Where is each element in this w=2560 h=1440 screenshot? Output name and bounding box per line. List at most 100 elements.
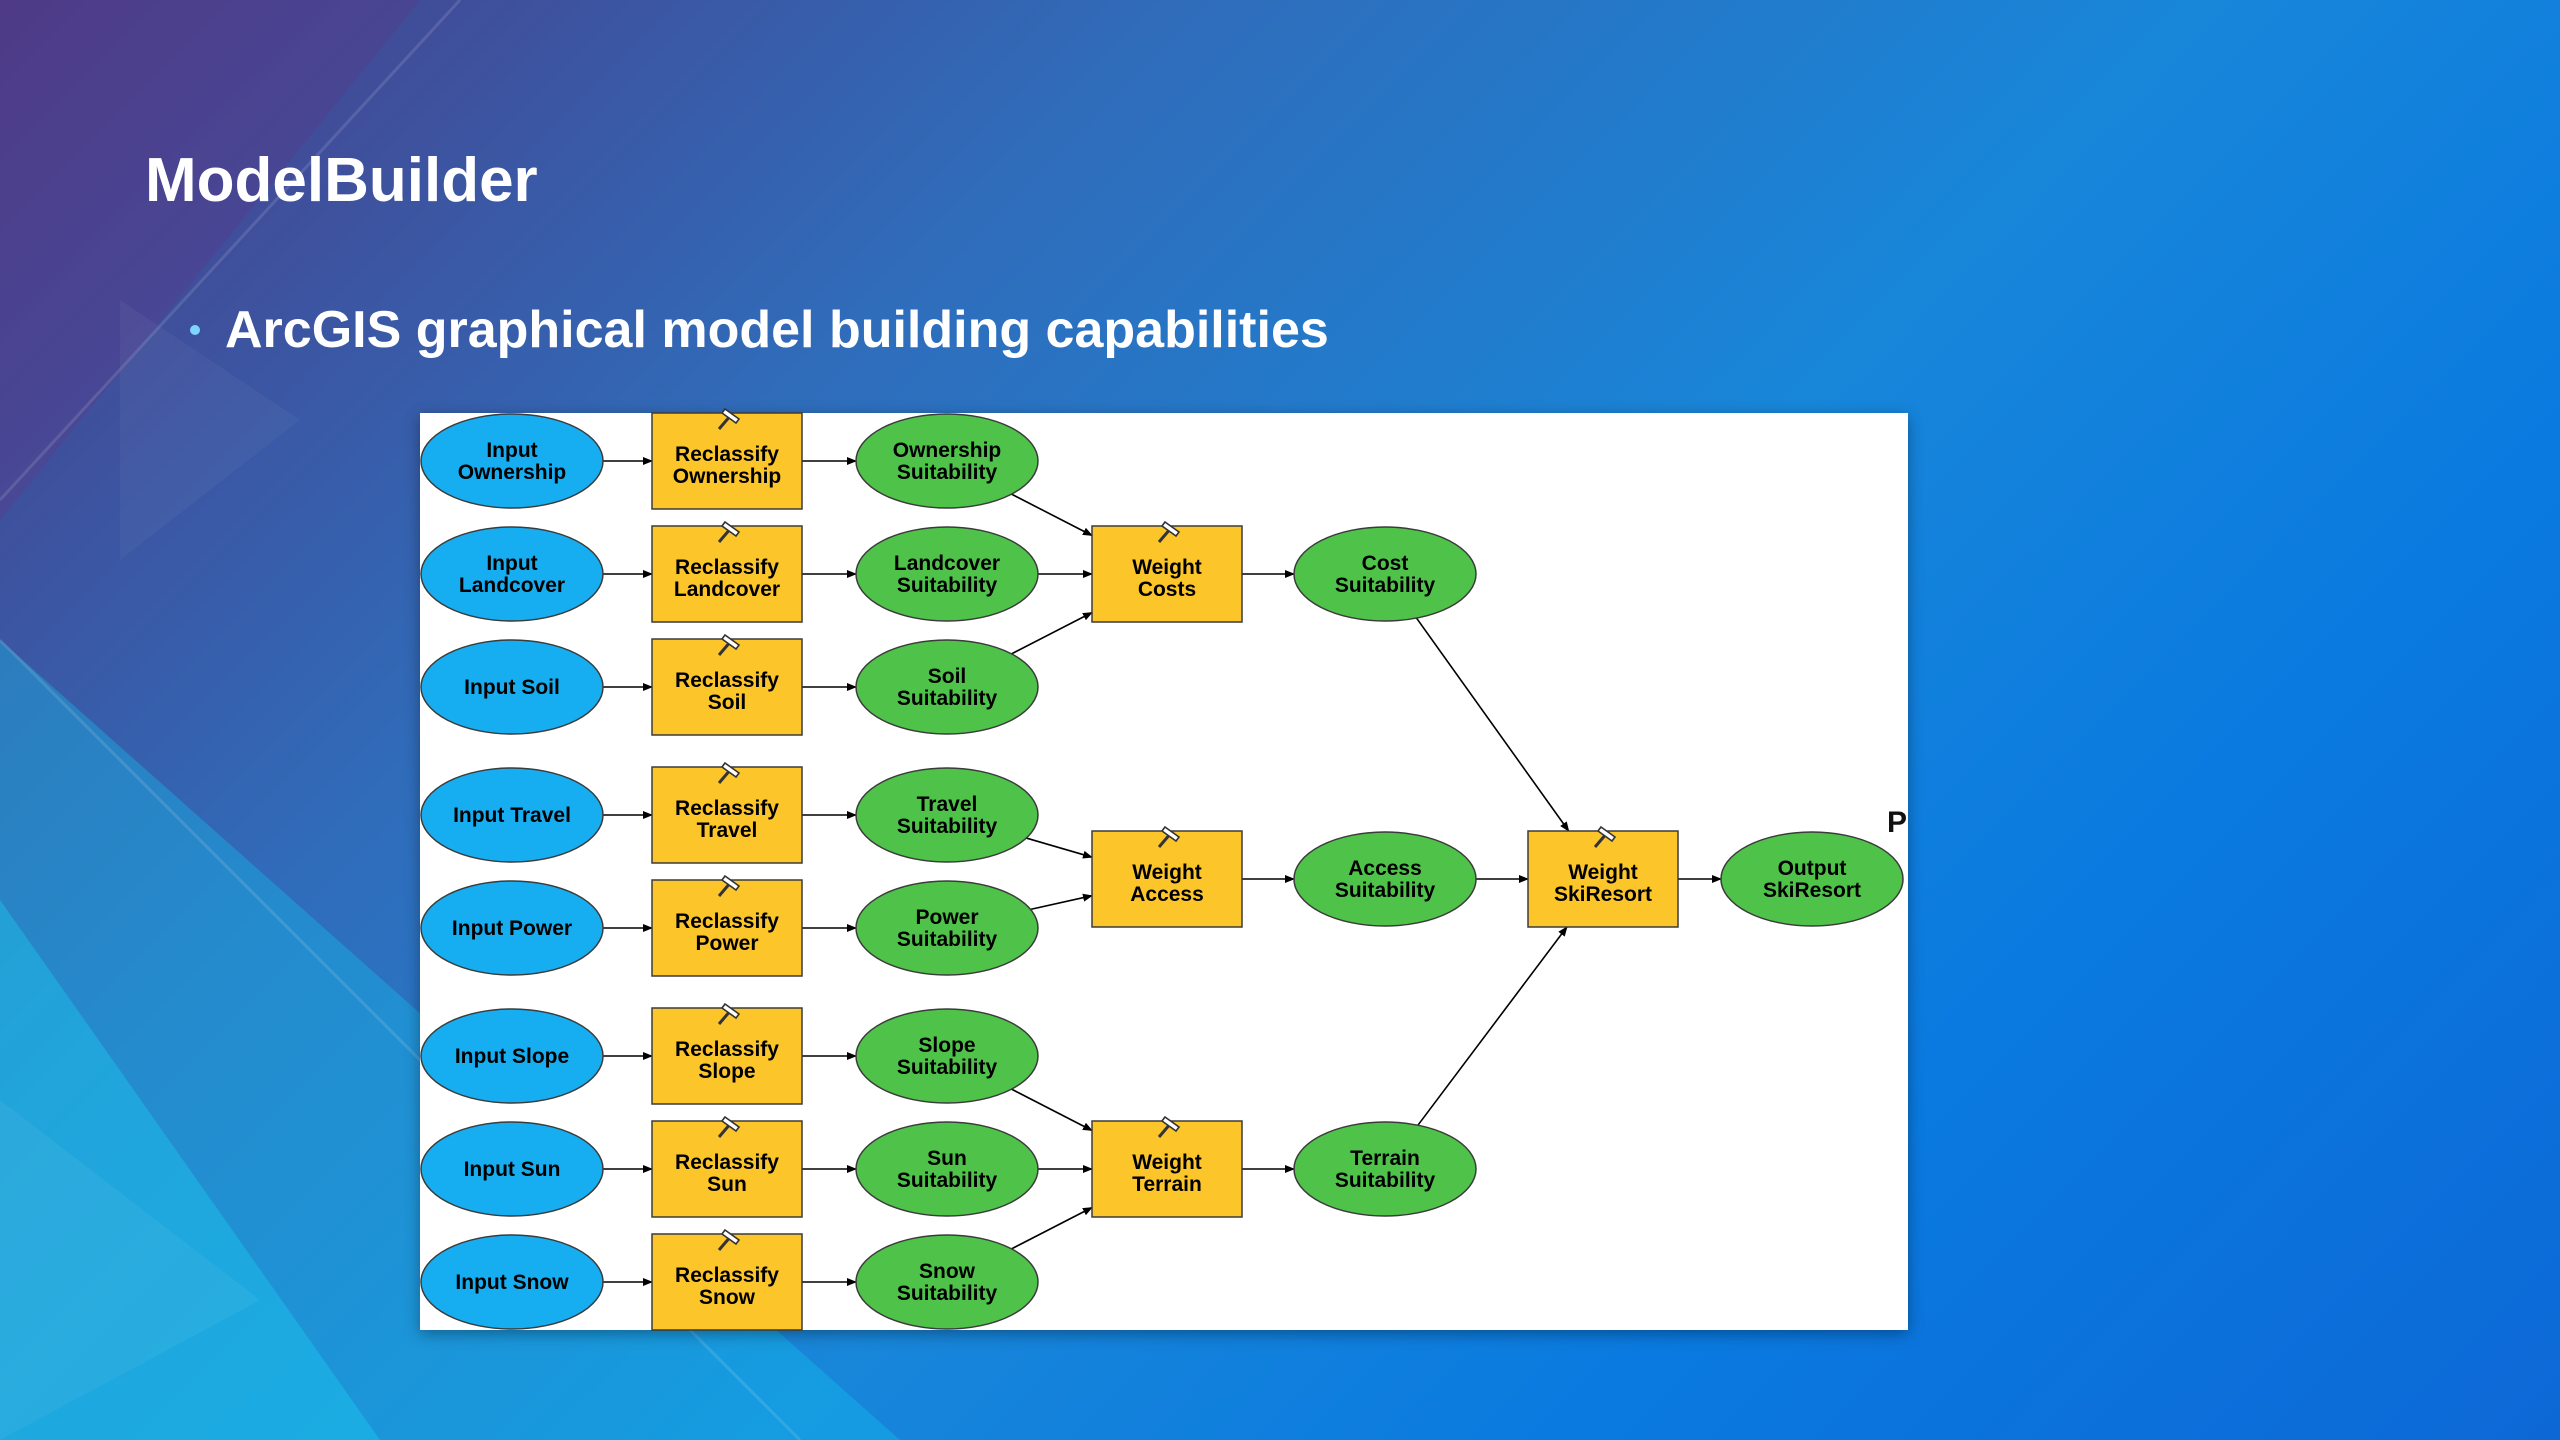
input-data-ellipse [420,767,604,863]
input-data-ellipse [420,880,604,976]
output-data-ellipse [855,1234,1039,1330]
connector-su_soil-to-w_cost [1011,611,1093,655]
connector-su_pow-to-w_acc [1030,893,1093,911]
connector-su_own-to-w_cost [1011,493,1093,537]
hammer-icon [717,520,741,543]
node-in-snow[interactable]: Input Snow [420,1234,604,1330]
tool-box [1091,1120,1243,1218]
tool-box [651,766,803,864]
hammer-icon [1157,825,1181,848]
node-in-sun[interactable]: Input Sun [420,1121,604,1217]
tool-box [651,1233,803,1331]
tool-box [651,879,803,977]
tool-box [651,412,803,510]
connector-cost_su-to-w_ski [1415,617,1570,832]
tool-box [651,1007,803,1105]
tool-box [651,525,803,623]
hammer-icon [717,407,741,430]
node-label: Input Soil [464,676,560,699]
bullet-text: ArcGIS graphical model building capabili… [225,301,1329,359]
hammer-icon [717,1228,741,1251]
node-label: Input Slope [455,1045,569,1068]
hammer-icon [1157,520,1181,543]
output-data-ellipse [855,1121,1039,1217]
input-data-ellipse [420,639,604,735]
output-data-ellipse [855,639,1039,735]
input-data-ellipse [420,413,604,509]
node-label: Input Travel [453,804,571,827]
hammer-icon [717,761,741,784]
input-data-ellipse [420,1234,604,1330]
hammer-icon [1593,825,1617,848]
bullet-item: ArcGIS graphical model building capabili… [190,300,1329,360]
tool-box [651,1120,803,1218]
hammer-icon [717,633,741,656]
bullet-dot-icon [190,325,200,335]
node-label: Input Sun [464,1158,561,1181]
hammer-icon [717,1002,741,1025]
output-data-ellipse [855,1008,1039,1104]
output-data-ellipse [855,767,1039,863]
output-data-ellipse [855,880,1039,976]
output-data-ellipse [1293,526,1477,622]
input-data-ellipse [420,1008,604,1104]
node-in-trav[interactable]: Input Travel [420,767,604,863]
node-in-slope[interactable]: Input Slope [420,1008,604,1104]
connector-ter_su-to-w_ski [1417,926,1568,1126]
connector-su_snow-to-w_ter [1011,1206,1093,1250]
hammer-icon [1157,1115,1181,1138]
node-in-soil[interactable]: Input Soil [420,639,604,735]
node-in-pow[interactable]: Input Power [420,880,604,976]
node-label: Input Power [452,917,572,940]
output-data-ellipse [1293,1121,1477,1217]
